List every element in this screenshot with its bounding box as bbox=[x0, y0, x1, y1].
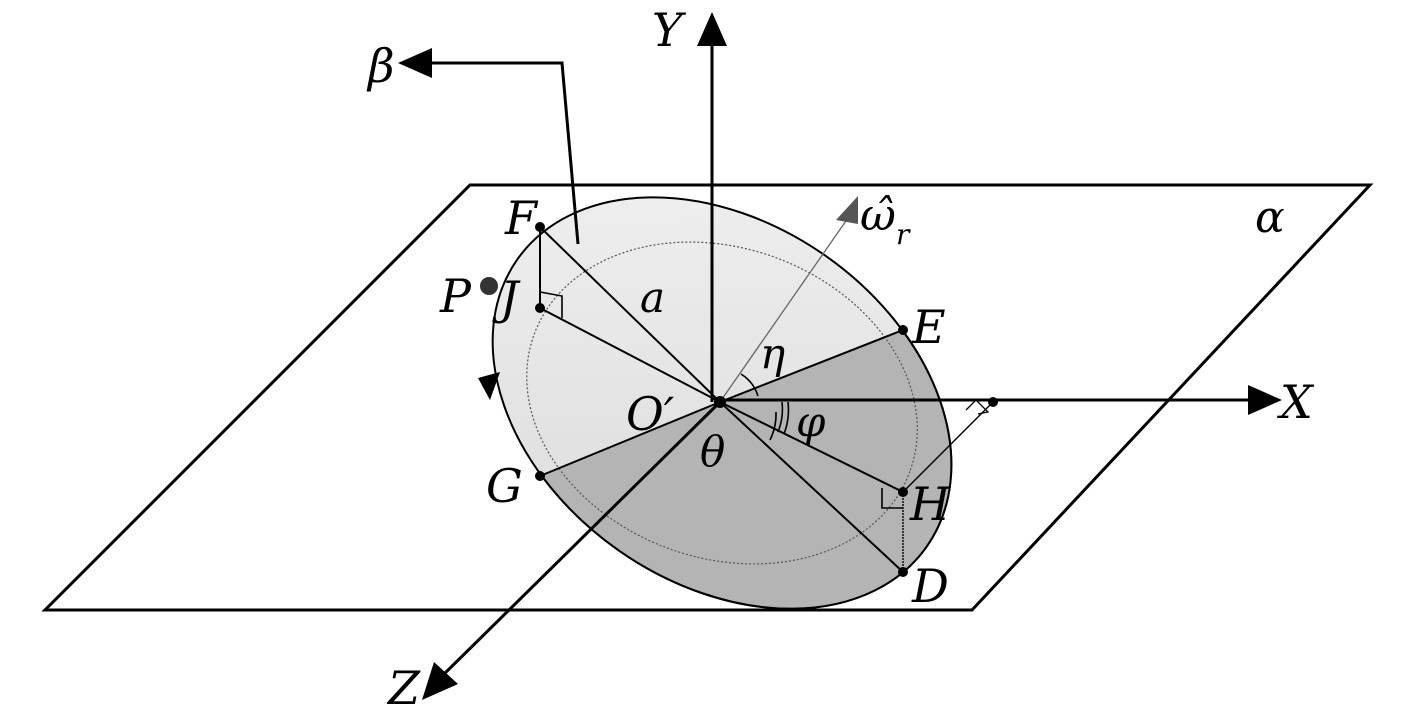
label-eta: η bbox=[760, 329, 785, 378]
label-d: D bbox=[911, 559, 949, 613]
omega-arrowhead bbox=[836, 196, 858, 224]
label-axis-x: X bbox=[1277, 375, 1315, 429]
label-axis-z: Z bbox=[386, 661, 421, 709]
right-angle-h bbox=[881, 488, 903, 509]
angle-eta-arc bbox=[740, 373, 759, 397]
label-e: E bbox=[911, 300, 946, 354]
line-o-d bbox=[719, 401, 904, 573]
line-o-f bbox=[539, 226, 721, 403]
rotation-arrow bbox=[478, 372, 500, 400]
label-plane: α bbox=[1255, 192, 1285, 243]
point-j bbox=[535, 303, 545, 313]
point-g bbox=[535, 471, 545, 481]
point-f bbox=[535, 222, 545, 232]
axis-z-arrowhead bbox=[422, 662, 458, 700]
label-theta: θ bbox=[700, 427, 725, 476]
point-origin bbox=[714, 396, 726, 408]
axis-x-arrowhead bbox=[1248, 385, 1282, 415]
beta-leader bbox=[425, 61, 580, 245]
label-omega-sub: r bbox=[896, 218, 911, 251]
label-origin: O′ bbox=[626, 387, 675, 441]
angle-phi-arc-inner bbox=[783, 401, 790, 435]
disk-projection-outline bbox=[526, 241, 918, 565]
plane-alpha bbox=[41, 183, 1374, 612]
point-d bbox=[898, 567, 908, 577]
label-p: P bbox=[439, 269, 472, 323]
line-o-j bbox=[539, 307, 721, 403]
label-h: H bbox=[909, 477, 951, 531]
angle-phi-arc bbox=[777, 401, 784, 433]
line-o-g bbox=[539, 401, 721, 477]
label-axis-y: Y bbox=[652, 3, 687, 57]
angle-theta-arc bbox=[769, 411, 777, 441]
point-e bbox=[898, 325, 908, 335]
right-angle-j bbox=[539, 291, 563, 318]
line-o-e bbox=[719, 329, 904, 403]
line-h-xaxis bbox=[902, 401, 994, 493]
point-h bbox=[898, 487, 908, 497]
label-f: F bbox=[504, 191, 539, 245]
axis-y-arrowhead bbox=[697, 12, 727, 46]
right-angle-xaxis bbox=[965, 399, 990, 415]
label-omega: ω̂ bbox=[860, 190, 896, 241]
axis-z bbox=[436, 400, 722, 682]
omega-axis bbox=[719, 217, 849, 403]
label-g: G bbox=[486, 459, 523, 513]
label-beta: β bbox=[366, 39, 395, 93]
point-p bbox=[480, 277, 498, 295]
label-phi: φ bbox=[796, 397, 826, 446]
beta-arrowhead bbox=[398, 48, 432, 78]
label-radius: a bbox=[640, 273, 665, 322]
line-o-h bbox=[719, 401, 904, 493]
